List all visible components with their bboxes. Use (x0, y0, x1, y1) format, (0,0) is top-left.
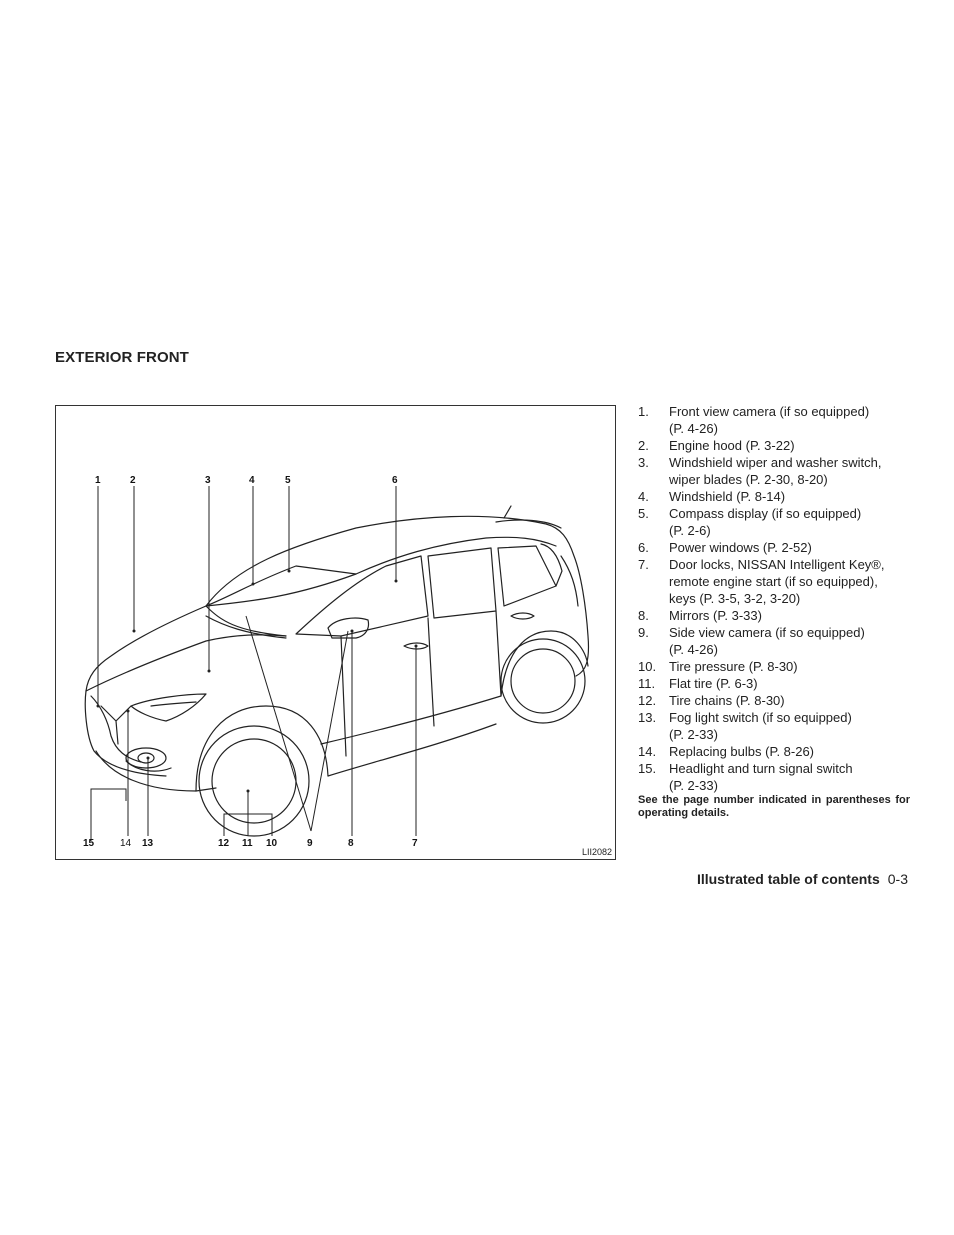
callout-6: 6 (392, 475, 398, 486)
callout-8: 8 (348, 838, 354, 849)
callout-3: 3 (205, 475, 211, 486)
legend-text: Power windows (P. 2-52) (669, 540, 812, 555)
callout-10: 10 (266, 838, 278, 849)
legend-item: 12. Tire chains (P. 8-30) (638, 692, 910, 709)
legend-item: 14. Replacing bulbs (P. 8-26) (638, 743, 910, 760)
legend-text: Windshield wiper and washer switch, (669, 455, 882, 470)
callout-4: 4 (249, 475, 255, 486)
usage-note: See the page number indicated in parenth… (638, 794, 910, 819)
callout-1: 1 (95, 475, 101, 486)
legend-text: Flat tire (P. 6-3) (669, 676, 758, 691)
legend-number: 3. (638, 455, 649, 470)
legend-item: 1. Front view camera (if so equipped) (P. … (638, 403, 910, 437)
legend-text: Side view camera (if so equipped) (669, 625, 865, 640)
legend-text: Front view camera (if so equipped) (669, 404, 870, 419)
vehicle-drawing (84, 505, 590, 837)
legend-number: 5. (638, 506, 649, 521)
footer-section-name: Illustrated table of contents (696, 871, 880, 887)
figure-id: LII2082 (581, 847, 612, 857)
legend-number: 8. (638, 608, 649, 623)
legend-number: 12. (638, 693, 657, 708)
legend-item: 10. Tire pressure (P. 8-30) (638, 658, 910, 675)
parts-legend: 1. Front view camera (if so equipped) (P. … (638, 403, 910, 794)
legend-text: Fog light switch (if so equipped) (669, 710, 852, 725)
callout-13: 13 (142, 838, 154, 849)
legend-text: Engine hood (P. 3-22) (669, 438, 795, 453)
leader-dots (96, 569, 418, 793)
legend-text: (P. 2-6) (669, 523, 711, 538)
legend-item: 4. Windshield (P. 8-14) (638, 488, 910, 505)
legend-text: (P. 4-26) (669, 421, 718, 436)
legend-number: 4. (638, 489, 649, 504)
legend-text: Tire pressure (P. 8-30) (669, 659, 798, 674)
callout-15: 15 (83, 838, 95, 849)
legend-number: 11. (638, 676, 656, 691)
legend-item: 13. Fog light switch (if so equipped) (P. … (638, 709, 910, 743)
legend-text: Headlight and turn signal switch (669, 761, 853, 776)
callout-11: 11 (242, 838, 253, 849)
section-title: EXTERIOR FRONT (55, 349, 189, 366)
legend-item: 9. Side view camera (if so equipped) (P. 4… (638, 624, 910, 658)
legend-number: 7. (638, 557, 649, 572)
legend-item: 8. Mirrors (P. 3-33) (638, 607, 910, 624)
callout-14: 14 (120, 838, 132, 849)
legend-number: 2. (638, 438, 649, 453)
callout-5: 5 (285, 475, 291, 486)
legend-text: Door locks, NISSAN Intelligent Key®, (669, 557, 885, 572)
legend-number: 1. (638, 404, 649, 419)
leader-lines (90, 486, 417, 841)
legend-text: (P. 4-26) (669, 642, 718, 657)
legend-item: 5. Compass display (if so equipped) (P. 2-… (638, 505, 910, 539)
legend-text: Tire chains (P. 8-30) (669, 693, 785, 708)
legend-number: 10. (638, 659, 657, 674)
legend-number: 6. (638, 540, 649, 555)
page-footer: Illustrated table of contents 0-3 (697, 871, 908, 887)
legend-number: 15. (638, 761, 657, 776)
callout-7: 7 (412, 838, 418, 849)
page-number: 0-3 (887, 871, 908, 887)
callout-12: 12 (218, 838, 230, 849)
legend-text: Mirrors (P. 3-33) (669, 608, 762, 623)
legend-item: 11. Flat tire (P. 6-3) (638, 675, 910, 692)
vehicle-exterior-figure: 1 2 3 4 5 6 7 8 9 10 11 12 13 14 15 LII2… (55, 405, 616, 860)
legend-item: 15. Headlight and turn signal switch (P. 2… (638, 760, 910, 794)
legend-text: keys (P. 3-5, 3-2, 3-20) (669, 591, 801, 606)
legend-text: Compass display (if so equipped) (669, 506, 862, 521)
legend-number: 9. (638, 625, 649, 640)
legend-item: 3. Windshield wiper and washer switch, wip… (638, 454, 910, 488)
legend-item: 6. Power windows (P. 2-52) (638, 539, 910, 556)
legend-text: remote engine start (if so equipped), (669, 574, 878, 589)
vehicle-illustration: 1 2 3 4 5 6 7 8 9 10 11 12 13 14 15 (83, 475, 590, 849)
legend-number: 13. (638, 710, 657, 725)
legend-text: (P. 2-33) (669, 727, 718, 742)
legend-item: 2. Engine hood (P. 3-22) (638, 437, 910, 454)
legend-text: (P. 2-33) (669, 778, 718, 793)
callout-9: 9 (307, 838, 313, 849)
legend-text: Windshield (P. 8-14) (669, 489, 786, 504)
legend-number: 14. (638, 744, 657, 759)
legend-item: 7. Door locks, NISSAN Intelligent Key®, re… (638, 556, 910, 607)
callout-2: 2 (130, 475, 136, 486)
legend-text: wiper blades (P. 2-30, 8-20) (669, 472, 828, 487)
legend-text: Replacing bulbs (P. 8-26) (669, 744, 815, 759)
